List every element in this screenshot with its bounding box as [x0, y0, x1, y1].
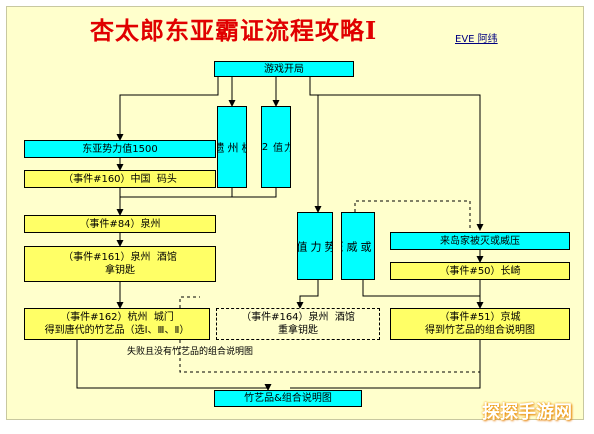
hangzhou-ruins-node: 去 杭 州 遗 迹 — [217, 106, 247, 188]
event-164-node: （事件#164）泉州 酒馆 重拿钥匙 — [216, 308, 380, 340]
destroy-or-oppress-node: 灭 或 威 压 — [341, 212, 375, 280]
event-161-node: （事件#161）泉州 酒馆 拿钥匙 — [24, 246, 216, 282]
event-162-node: （事件#162）杭州 城门 得到唐代的竹艺品（选Ⅰ、Ⅲ、Ⅱ） — [24, 308, 210, 340]
edge-164-dashed — [179, 296, 200, 308]
edge-first-164 — [296, 280, 319, 309]
edge-start-laidao — [309, 77, 484, 231]
edge-start-1500 — [116, 77, 219, 141]
site-watermark: 探探手游网 — [482, 402, 572, 423]
final-node: 竹艺品&组合说明图 — [214, 390, 362, 407]
edge-162-final — [76, 340, 272, 391]
author-credit: EVE 阿纬 — [455, 34, 498, 45]
event-50-node: （事件#50）长崎 — [390, 262, 570, 280]
failure-note: 失败且没有竹艺品的组合说明图 — [127, 347, 254, 357]
edge-ruins-merge — [120, 188, 233, 198]
edge-destroy-dashed — [354, 200, 471, 230]
edge-fail-dashed — [179, 340, 480, 373]
event-51-node: （事件#51）京城 得到竹艺品的组合说明图 — [390, 308, 570, 340]
edge-destroy-join — [362, 280, 480, 297]
edge-51-final — [290, 340, 481, 389]
page-title: 杏太郎东亚霸证流程攻略Ⅰ — [90, 16, 378, 45]
start-node: 游戏开局 — [214, 61, 354, 77]
edge-2000-merge — [232, 188, 277, 198]
power-1500-node: 东亚势力值1500 — [24, 140, 216, 158]
power-first-node: 东 亚 势 力 值 第 一 — [297, 212, 333, 280]
event-84-node: （事件#84）泉州 — [24, 215, 216, 233]
power-2000-node: 东 亚 势 力 值 2 0 0 0 — [261, 106, 291, 188]
event-160-node: （事件#160）中国 码头 — [24, 170, 216, 188]
laidao-destroyed-node: 来岛家被灭或威压 — [390, 232, 570, 250]
